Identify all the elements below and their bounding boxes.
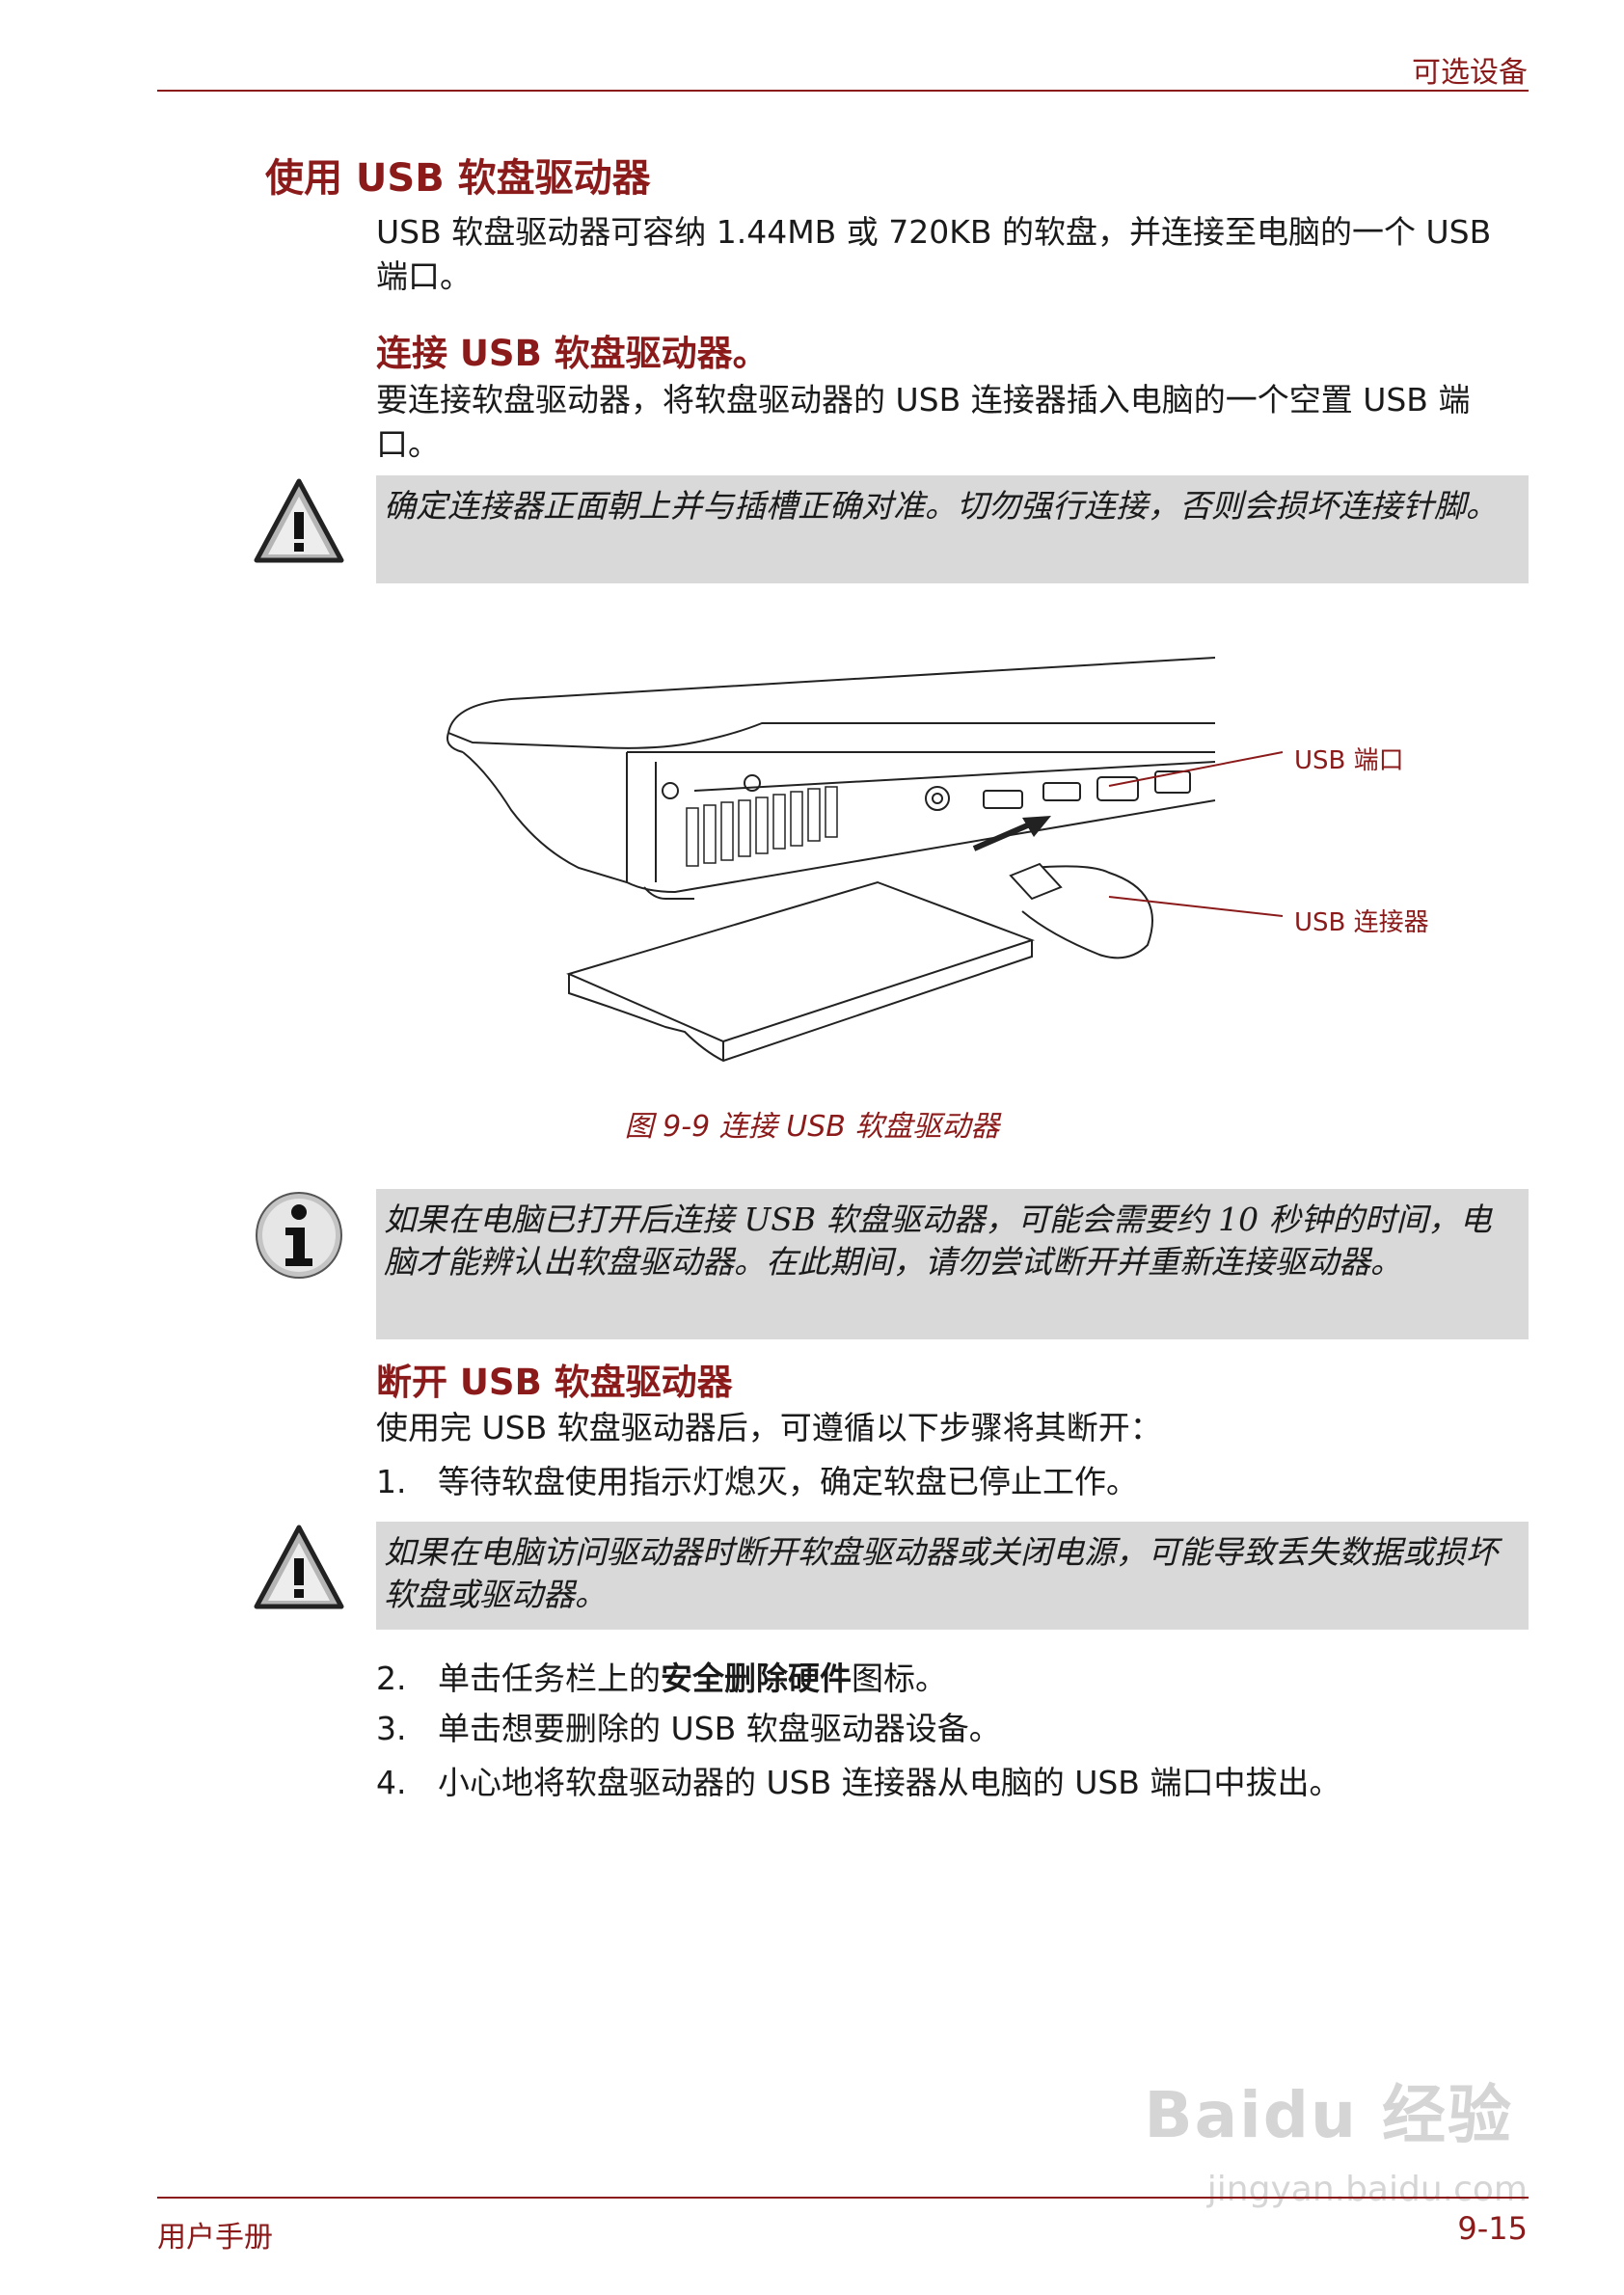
disconnect-heading: 断开 USB 软盘驱动器 — [376, 1362, 733, 1403]
step-2-text-post: 图标。 — [852, 1660, 947, 1697]
intro-paragraph: USB 软盘驱动器可容纳 1.44MB 或 720KB 的软盘，并连接至电脑的一… — [376, 213, 1492, 295]
warning-note-disconnect: 如果在电脑访问驱动器时断开软盘驱动器或关闭电源，可能导致丢失数据或损坏软盘或驱动… — [376, 1522, 1529, 1630]
header-rule — [157, 90, 1529, 92]
disconnect-paragraph: 使用完 USB 软盘驱动器后，可遵循以下步骤将其断开： — [376, 1409, 1162, 1446]
warning-note-connect: 确定连接器正面朝上并与插槽正确对准。切勿强行连接，否则会损坏连接针脚。 — [376, 475, 1529, 583]
step-4-text: 小心地将软盘驱动器的 USB 连接器从电脑的 USB 端口中拔出。 — [438, 1764, 1341, 1801]
watermark-logo: Baidu 经验 — [1144, 2078, 1513, 2152]
step-1-text: 等待软盘使用指示灯熄灭，确定软盘已停止工作。 — [438, 1463, 1138, 1500]
watermark-url: jingyan.baidu.com — [1206, 2170, 1528, 2209]
label-usb-port: USB 端口 — [1294, 746, 1404, 775]
figure-usb-floppy-connection — [447, 657, 1284, 1063]
info-note: 如果在电脑已打开后连接 USB 软盘驱动器，可能会需要约 10 秒钟的时间，电脑… — [376, 1189, 1529, 1339]
page-title: 使用 USB 软盘驱动器 — [265, 156, 651, 201]
step-3-text: 单击想要删除的 USB 软盘驱动器设备。 — [438, 1710, 1001, 1747]
step-2-number: 2. — [376, 1660, 407, 1697]
running-header: 可选设备 — [1412, 56, 1528, 90]
info-icon — [253, 1189, 345, 1282]
page-number: 9-15 — [1457, 2210, 1528, 2247]
step-4: 4. 小心地将软盘驱动器的 USB 连接器从电脑的 USB 端口中拔出。 — [376, 1761, 1529, 1805]
warning-icon — [253, 475, 345, 568]
connect-paragraph: 要连接软盘驱动器，将软盘驱动器的 USB 连接器插入电脑的一个空置 USB 端口… — [376, 381, 1471, 463]
step-4-number: 4. — [376, 1764, 407, 1801]
connect-heading: 连接 USB 软盘驱动器。 — [376, 333, 769, 374]
step-2: 2. 单击任务栏上的安全删除硬件图标。 — [376, 1657, 1529, 1701]
label-usb-connector: USB 连接器 — [1294, 908, 1429, 937]
step-3: 3. 单击想要删除的 USB 软盘驱动器设备。 — [376, 1707, 1529, 1751]
step-2-text-bold: 安全删除硬件 — [661, 1660, 852, 1697]
footer-manual-title: 用户手册 — [157, 2221, 273, 2254]
step-1: 1. 等待软盘使用指示灯熄灭，确定软盘已停止工作。 — [376, 1460, 1529, 1504]
figure-caption: 图 9-9 连接 USB 软盘驱动器 — [624, 1110, 1000, 1144]
footer-rule — [157, 2197, 1529, 2199]
step-2-text-pre: 单击任务栏上的 — [438, 1660, 661, 1697]
step-1-number: 1. — [376, 1463, 407, 1500]
warning-icon — [253, 1522, 345, 1614]
step-3-number: 3. — [376, 1710, 407, 1747]
